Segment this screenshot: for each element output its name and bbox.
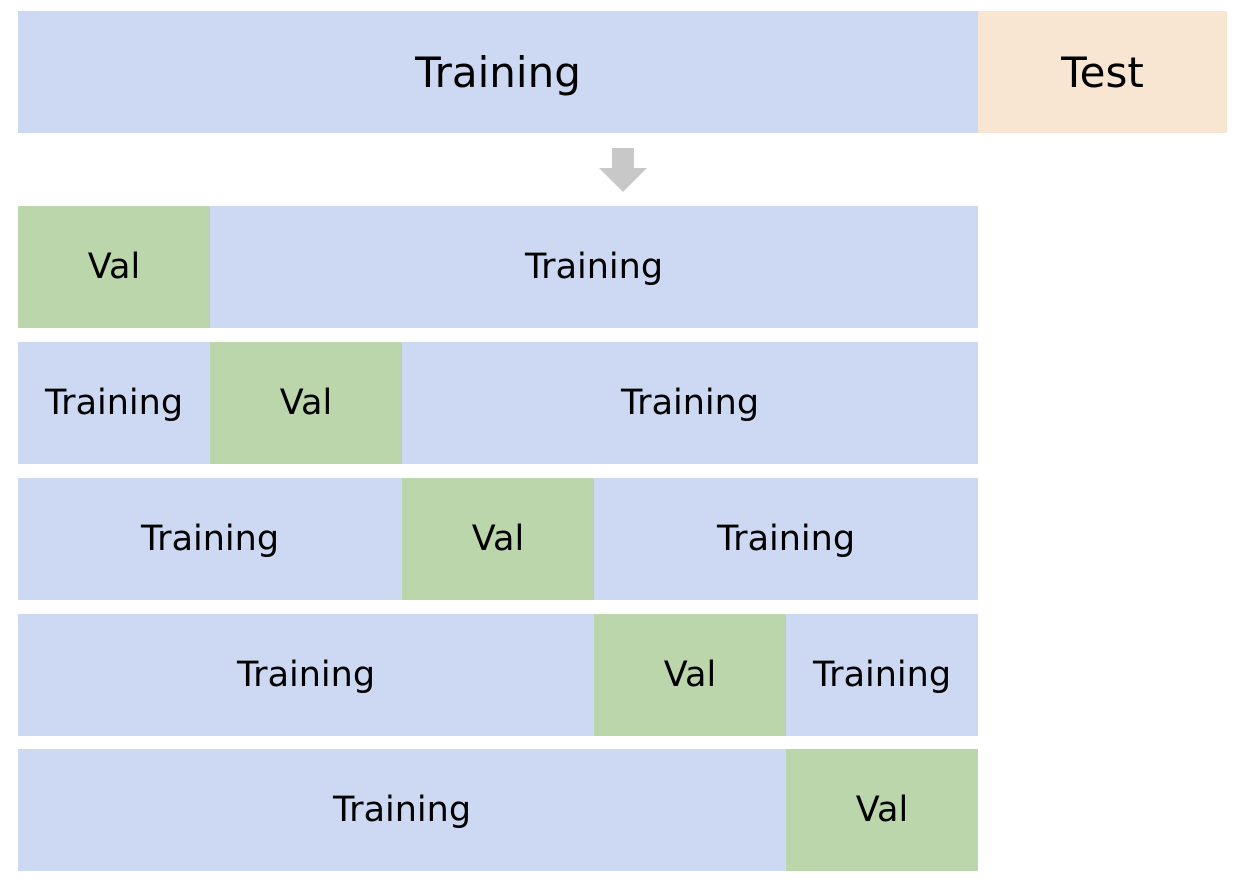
fold-3-val-label: Val — [471, 519, 525, 559]
fold-2-training-block-left: Training — [18, 342, 210, 464]
fold-4-training-label-left: Training — [236, 655, 376, 695]
fold-4-training-label-right: Training — [812, 655, 952, 695]
fold-1-val-block: Val — [18, 206, 210, 328]
fold-2-training-label-left: Training — [44, 383, 184, 423]
down-arrow-shape — [599, 148, 647, 192]
fold-4-training-block-left: Training — [18, 614, 594, 736]
fold-3-val-block: Val — [402, 478, 594, 600]
fold-3-training-block-right: Training — [594, 478, 978, 600]
fold-2-training-block-right: Training — [402, 342, 978, 464]
fold-5-training-block: Training — [18, 749, 786, 871]
fold-3-training-label-right: Training — [716, 519, 856, 559]
top-training-block: Training — [18, 11, 978, 133]
top-test-block: Test — [978, 11, 1227, 133]
fold-4-val-block: Val — [594, 614, 786, 736]
fold-2-training-label-right: Training — [620, 383, 760, 423]
top-training-label: Training — [415, 47, 581, 97]
fold-5-val-label: Val — [855, 790, 909, 830]
fold-1-val-label: Val — [87, 247, 141, 287]
fold-5-val-block: Val — [786, 749, 978, 871]
top-test-label: Test — [1061, 47, 1144, 97]
fold-4-val-label: Val — [663, 655, 717, 695]
fold-1-training-label: Training — [524, 247, 664, 287]
fold-3-training-label-left: Training — [140, 519, 280, 559]
fold-5-training-label: Training — [332, 790, 472, 830]
fold-4-training-block-right: Training — [786, 614, 978, 736]
fold-3-training-block-left: Training — [18, 478, 402, 600]
fold-2-val-block: Val — [210, 342, 402, 464]
fold-2-val-label: Val — [279, 383, 333, 423]
fold-1-training-block: Training — [210, 206, 978, 328]
down-arrow-icon — [599, 148, 647, 192]
